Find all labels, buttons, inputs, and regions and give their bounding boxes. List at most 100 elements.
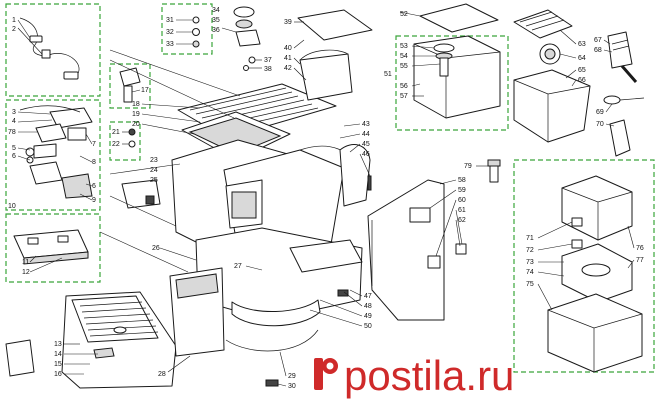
callout-7: 7	[92, 141, 96, 148]
callout-23: 23	[150, 157, 158, 164]
callout-6: 6	[12, 153, 16, 160]
watermark-text: postila.ru	[344, 352, 514, 399]
callout-12: 12	[22, 269, 30, 276]
callout-74: 74	[526, 269, 534, 276]
callout-6b: 6	[92, 183, 96, 190]
callout-32: 32	[166, 29, 174, 36]
callout-75: 75	[526, 281, 534, 288]
callout-55: 55	[400, 63, 408, 70]
drip-tray	[5, 291, 177, 389]
callout-17: 17	[141, 87, 149, 94]
postila-logo-icon	[314, 358, 338, 390]
callout-31: 31	[166, 17, 174, 24]
callout-10: 10	[8, 203, 16, 210]
callout-35: 35	[212, 17, 220, 24]
grinder-adjustment-knob	[221, 6, 262, 71]
callout-1: 1	[12, 17, 16, 24]
callout-27: 27	[234, 263, 242, 270]
callout-56: 56	[400, 83, 408, 90]
group-box-power-cord	[5, 3, 101, 97]
drip-tray-rail-assembly	[13, 229, 89, 273]
callout-48: 48	[364, 303, 372, 310]
callout-33: 33	[166, 41, 174, 48]
callout-13: 13	[54, 341, 62, 348]
callout-64: 64	[578, 55, 586, 62]
callout-40: 40	[284, 45, 292, 52]
callout-29: 29	[288, 373, 296, 380]
group-box-small-valve	[109, 63, 151, 109]
callout-65: 65	[578, 67, 586, 74]
left-valve-assembly	[17, 105, 93, 201]
callout-67: 67	[594, 37, 602, 44]
callout-9: 9	[92, 197, 96, 204]
callout-39: 39	[284, 19, 292, 26]
valve-17	[119, 67, 141, 103]
callout-8: 8	[92, 159, 96, 166]
callout-60: 60	[458, 197, 466, 204]
callout-38: 38	[264, 66, 272, 73]
callout-18: 18	[132, 101, 140, 108]
callout-36: 36	[212, 27, 220, 34]
callout-37: 37	[264, 57, 272, 64]
callout-19: 19	[132, 111, 140, 118]
callout-70: 70	[596, 121, 604, 128]
group-box-left-assembly	[5, 99, 101, 211]
group-box-bean-hopper	[395, 35, 509, 131]
callout-4: 4	[12, 118, 16, 125]
callout-45: 45	[362, 141, 370, 148]
callout-53: 53	[400, 43, 408, 50]
callout-43: 43	[362, 121, 370, 128]
callout-47: 47	[364, 293, 372, 300]
callout-28: 28	[158, 371, 166, 378]
callout-69: 69	[596, 109, 604, 116]
callout-79: 79	[464, 163, 472, 170]
callout-14: 14	[54, 351, 62, 358]
machine-main-body	[99, 9, 501, 387]
callout-58: 58	[458, 177, 466, 184]
callout-22: 22	[112, 141, 120, 148]
accessories	[603, 31, 645, 157]
callout-50: 50	[364, 323, 372, 330]
callout-71: 71	[526, 235, 534, 242]
callout-52: 52	[400, 11, 408, 18]
callout-78: 78	[8, 129, 16, 136]
callout-68: 68	[594, 47, 602, 54]
callout-42: 42	[284, 65, 292, 72]
callout-63: 63	[578, 41, 586, 48]
brew-unit-assembly	[513, 9, 591, 143]
callout-26: 26	[152, 245, 160, 252]
fasteners-21-22	[122, 128, 136, 148]
callout-25: 25	[150, 177, 158, 184]
callout-24: 24	[150, 167, 158, 174]
callout-41: 41	[284, 55, 292, 62]
callout-66: 66	[578, 77, 586, 84]
packaging-assembly	[537, 175, 643, 373]
watermark: postila.ru	[314, 352, 514, 399]
callout-46: 46	[362, 151, 370, 158]
callout-20: 20	[132, 121, 140, 128]
callout-44: 44	[362, 131, 370, 138]
group-box-fasteners-top	[161, 3, 213, 55]
power-cord	[17, 17, 80, 80]
callout-11: 11	[22, 259, 29, 266]
callout-16: 16	[54, 371, 62, 378]
callout-15: 15	[54, 361, 62, 368]
group-box-fasteners-mid	[109, 121, 141, 161]
callout-30: 30	[288, 383, 296, 390]
fasteners-31-33	[176, 16, 200, 48]
callout-77: 77	[636, 257, 644, 264]
callout-3: 3	[12, 109, 16, 116]
callout-49: 49	[364, 313, 372, 320]
callout-61: 61	[458, 207, 466, 214]
callout-34: 34	[212, 7, 220, 14]
callout-72: 72	[526, 247, 534, 254]
callout-57: 57	[400, 93, 408, 100]
filter-mesh	[519, 11, 565, 31]
callout-73: 73	[526, 259, 534, 266]
callout-2: 2	[12, 26, 16, 33]
callout-21: 21	[112, 129, 120, 136]
group-box-drip-tray-rail	[5, 213, 101, 283]
group-box-packaging	[513, 159, 655, 373]
callout-54: 54	[400, 53, 408, 60]
